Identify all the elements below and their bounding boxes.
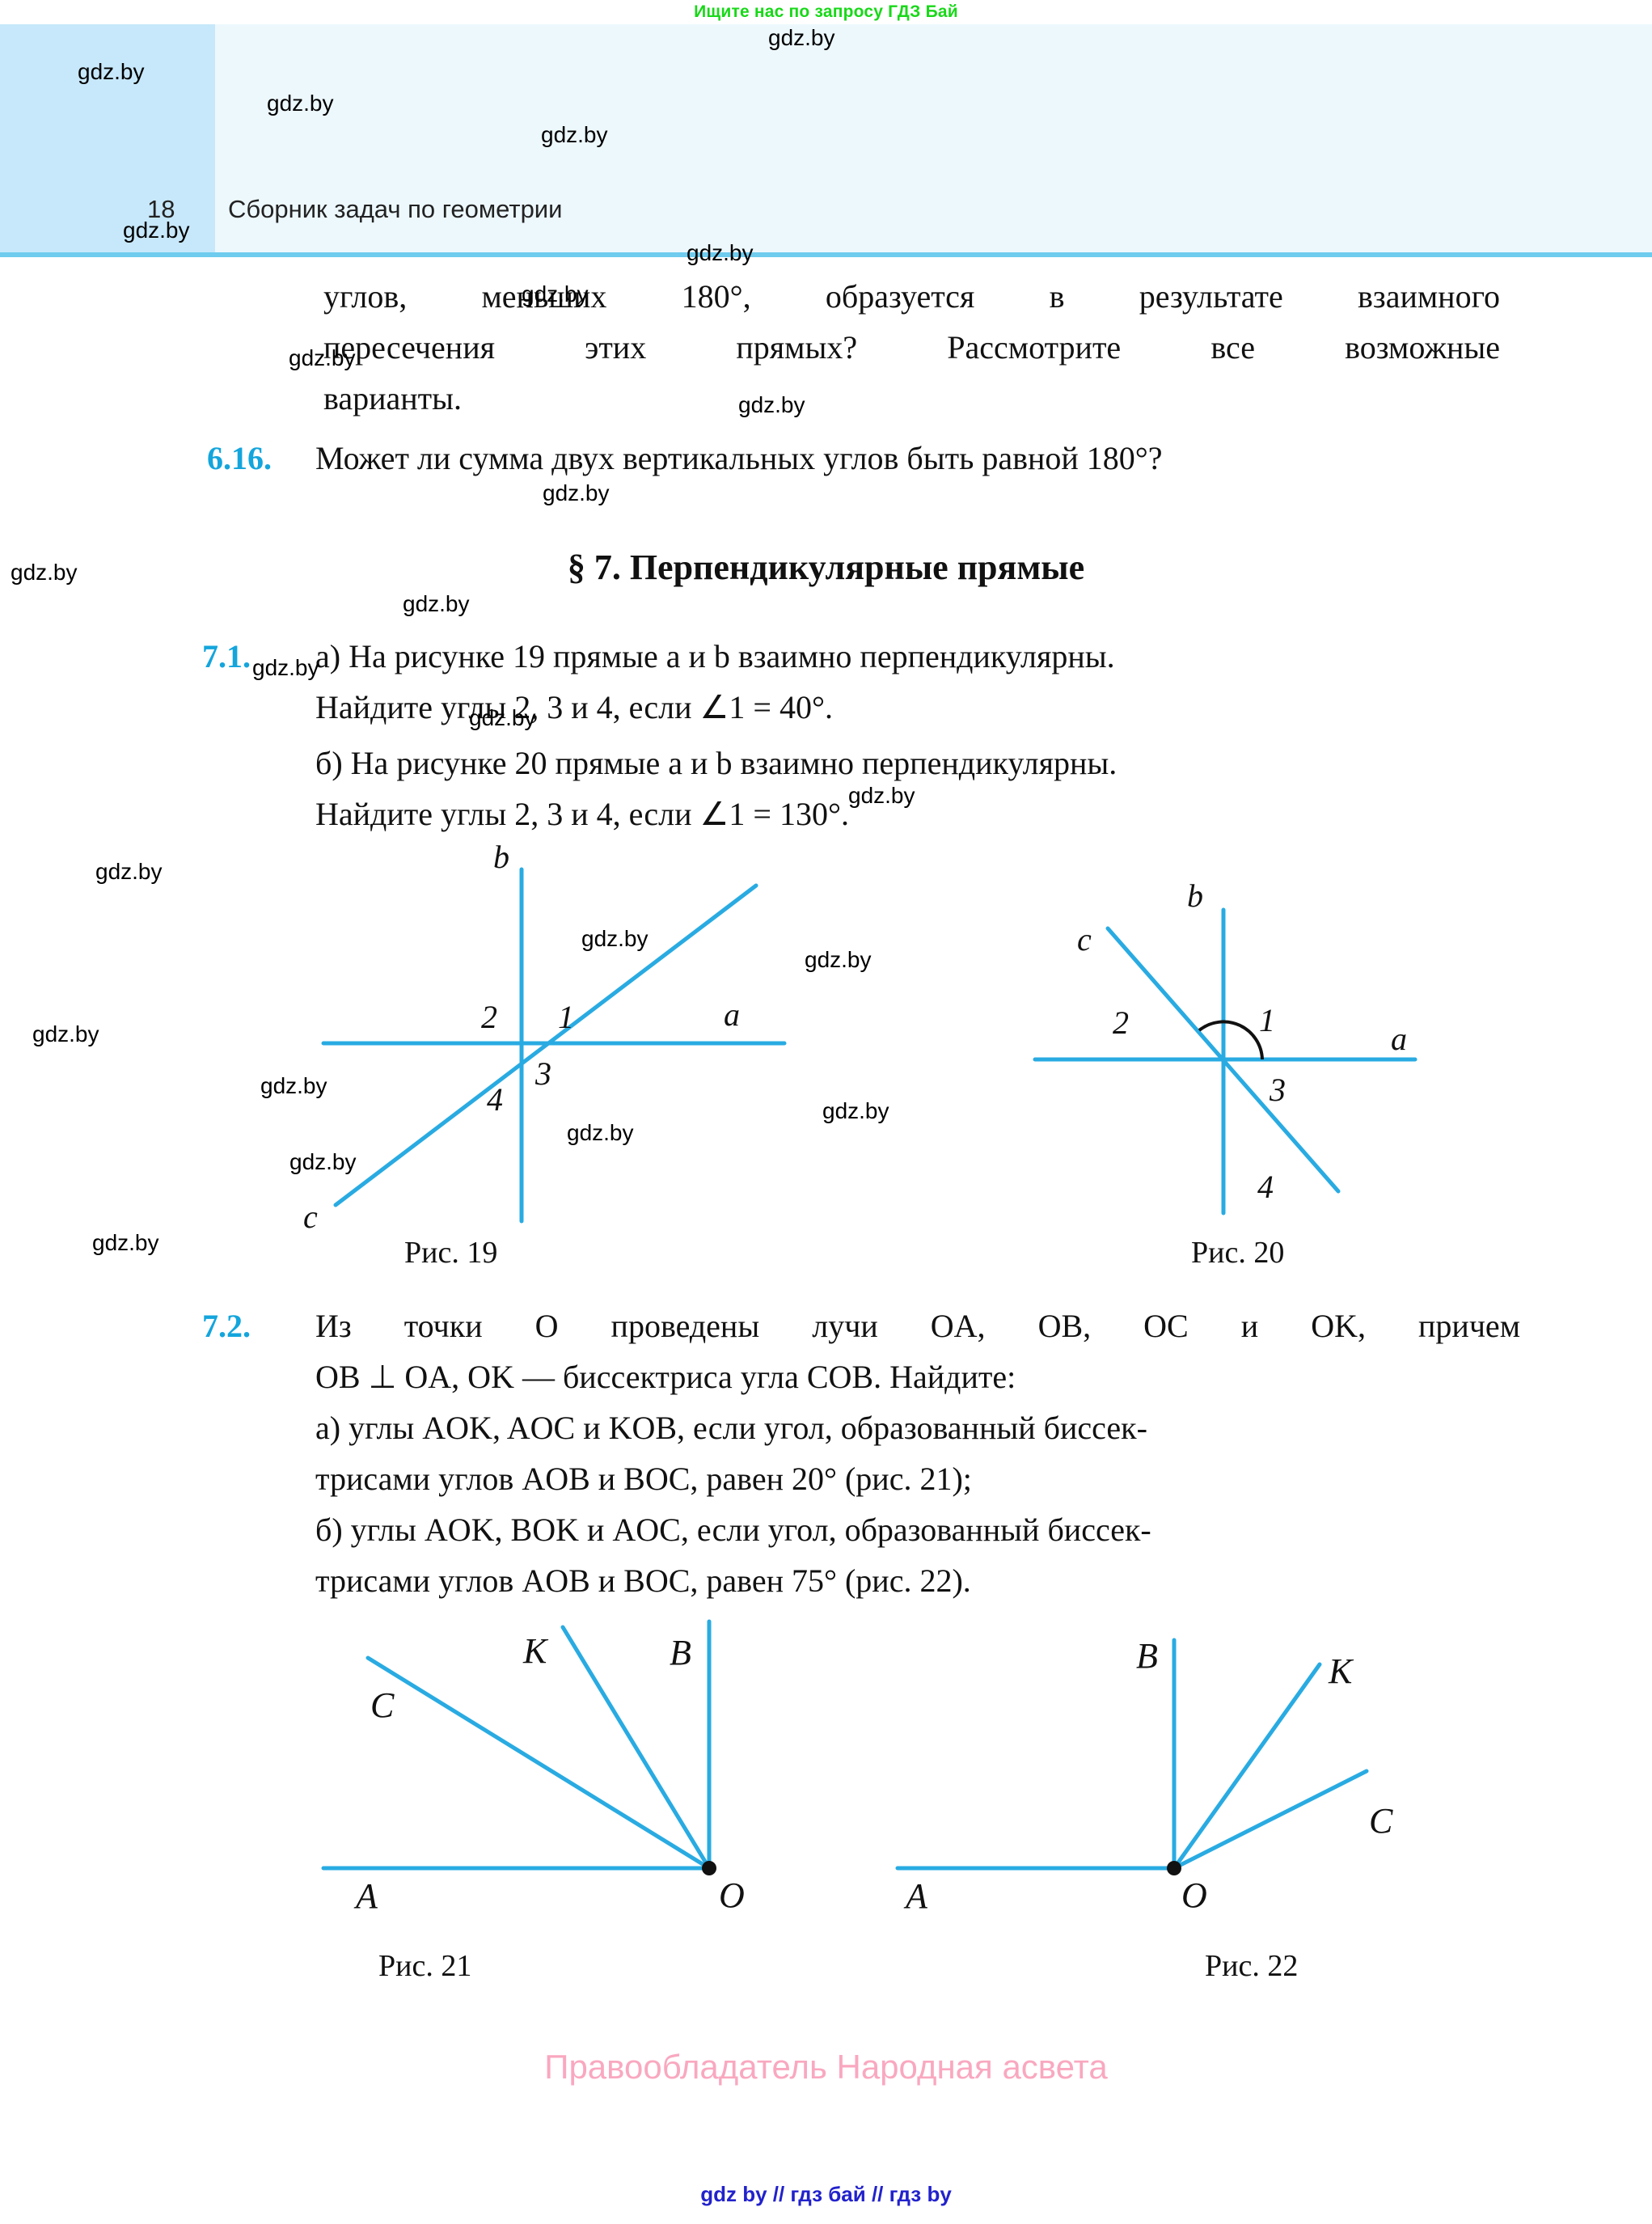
problem-number-7-2: 7.2. (202, 1308, 251, 1344)
watermark-gdz: gdz.by (822, 1098, 889, 1123)
figure-19-svg (321, 867, 787, 1224)
header-left-accent (0, 24, 215, 252)
problem-7-2-line-2: OB ⊥ OA, OK — биссектриса угла COB. Найд… (315, 1359, 1016, 1395)
figure-20-label-4: 4 (1257, 1169, 1274, 1205)
figure-19-label-a: a (724, 996, 740, 1033)
promo-banner: Ищите нас по запросу ГДЗ Бай (694, 2, 958, 21)
figure-21-label-K: K (523, 1631, 547, 1671)
watermark-gdz: gdz.by (252, 655, 319, 680)
figure-20-angle-arc (1198, 1020, 1264, 1060)
figure-21: K B C A O (299, 1617, 784, 1914)
problem-7-1-line-4: Найдите углы 2, 3 и 4, если ∠1 = 130°. (315, 796, 849, 832)
figure-21-caption: Рис. 21 (378, 1949, 472, 1983)
section-heading: § 7. Перпендикулярные прямые (567, 548, 1085, 587)
figure-19-line-c (333, 883, 758, 1207)
problem-7-2-line-6: трисами углов AOB и BOC, равен 75° (рис.… (315, 1562, 971, 1599)
problem-7-1-line-3: б) На рисунке 20 прямые a и b взаимно пе… (315, 745, 1118, 781)
problem-7-2-line-1: Из точки O проведены лучи OA, OB, OC и O… (315, 1308, 1520, 1344)
figure-20-svg (1033, 907, 1418, 1216)
watermark-gdz: gdz.by (32, 1021, 99, 1046)
figure-22-label-O: O (1181, 1875, 1207, 1915)
figure-22-label-C: C (1369, 1801, 1393, 1841)
page-header-band (0, 24, 1652, 257)
problem-number-6-16: 6.16. (207, 440, 272, 476)
figure-20: b c a 2 1 3 4 (1011, 873, 1464, 1229)
figure-21-vertex-dot (702, 1861, 716, 1875)
problem-7-2-line-5: б) углы AOK, BOK и AOC, если угол, образ… (315, 1512, 1151, 1548)
watermark-gdz: gdz.by (95, 859, 163, 884)
problem-7-1-text: а) На рисунке 19 прямые a и b взаимно пе… (315, 631, 1520, 839)
problem-7-2-line-4: трисами углов AOB и BOC, равен 20° (рис.… (315, 1461, 972, 1497)
problem-7-1-line-1: а) На рисунке 19 прямые a и b взаимно пе… (315, 638, 1115, 674)
figure-21-label-A: A (356, 1876, 378, 1916)
watermark-gdz: gdz.by (543, 480, 610, 505)
continued-paragraph: углов, меньших 180°, образуется в резуль… (323, 271, 1500, 424)
figure-21-label-B: B (670, 1633, 691, 1672)
figure-22-svg (895, 1638, 1369, 1875)
figure-22: B K C A O (873, 1617, 1393, 1914)
figure-20-label-3: 3 (1270, 1072, 1286, 1108)
figure-22-label-B: B (1136, 1636, 1158, 1676)
continued-line-3: варианты. (323, 380, 463, 416)
figure-21-svg (321, 1619, 716, 1875)
figure-21-ray-OK (560, 1625, 712, 1871)
continued-line-2: пересечения этих прямых? Рассмотрите все… (323, 329, 1500, 366)
figure-20-label-b: b (1187, 877, 1203, 914)
problem-6-16-line-1: Может ли сумма двух вертикальных углов б… (315, 440, 1163, 476)
problem-6-16-text: Может ли сумма двух вертикальных углов б… (315, 433, 1520, 484)
figure-19-label-3: 3 (535, 1055, 551, 1092)
figure-20-label-2: 2 (1113, 1004, 1129, 1041)
figure-20-caption: Рис. 20 (1191, 1236, 1285, 1270)
figure-19-label-c: c (303, 1199, 318, 1235)
problem-number-7-1: 7.1. (202, 638, 251, 674)
figure-21-label-C: C (370, 1685, 395, 1725)
figure-19-label-2: 2 (481, 999, 497, 1035)
figure-21-ray-OC (365, 1655, 712, 1871)
figure-20-line-c (1105, 926, 1341, 1194)
figure-22-caption: Рис. 22 (1205, 1949, 1299, 1983)
figure-20-label-c: c (1077, 921, 1092, 958)
problem-7-2-text: Из точки O проведены лучи OA, OB, OC и O… (315, 1300, 1520, 1606)
figure-20-label-a: a (1391, 1021, 1407, 1057)
figure-22-label-A: A (906, 1876, 927, 1916)
figure-19-label-4: 4 (487, 1081, 503, 1118)
figure-22-ray-OC (1172, 1769, 1369, 1871)
running-head-title: Сборник задач по геометрии (228, 195, 563, 223)
figure-21-label-O: O (719, 1875, 745, 1915)
page-number: 18 (147, 195, 175, 223)
footer-link[interactable]: gdz by // гдз бай // гдз by (700, 2182, 952, 2206)
figure-19: b a c 2 1 3 4 (299, 841, 801, 1237)
problem-7-2-line-3: а) углы AOK, AOC и KOB, если угол, образ… (315, 1410, 1147, 1446)
figure-20-label-1: 1 (1259, 1002, 1275, 1038)
problem-7-1-line-2: Найдите углы 2, 3 и 4, если ∠1 = 40°. (315, 689, 833, 725)
copyright-notice: Правообладатель Народная асвета (544, 2048, 1108, 2086)
figure-19-label-b: b (493, 839, 509, 875)
figure-19-caption: Рис. 19 (404, 1236, 498, 1270)
figure-22-label-K: K (1329, 1651, 1353, 1691)
continued-line-1: углов, меньших 180°, образуется в резуль… (323, 278, 1500, 315)
watermark-gdz: gdz.by (92, 1230, 159, 1255)
figure-22-ray-OK (1172, 1662, 1322, 1871)
watermark-gdz: gdz.by (805, 947, 872, 972)
figure-22-vertex-dot (1167, 1861, 1181, 1875)
watermark-gdz: gdz.by (403, 591, 470, 616)
figure-19-label-1: 1 (558, 999, 574, 1035)
